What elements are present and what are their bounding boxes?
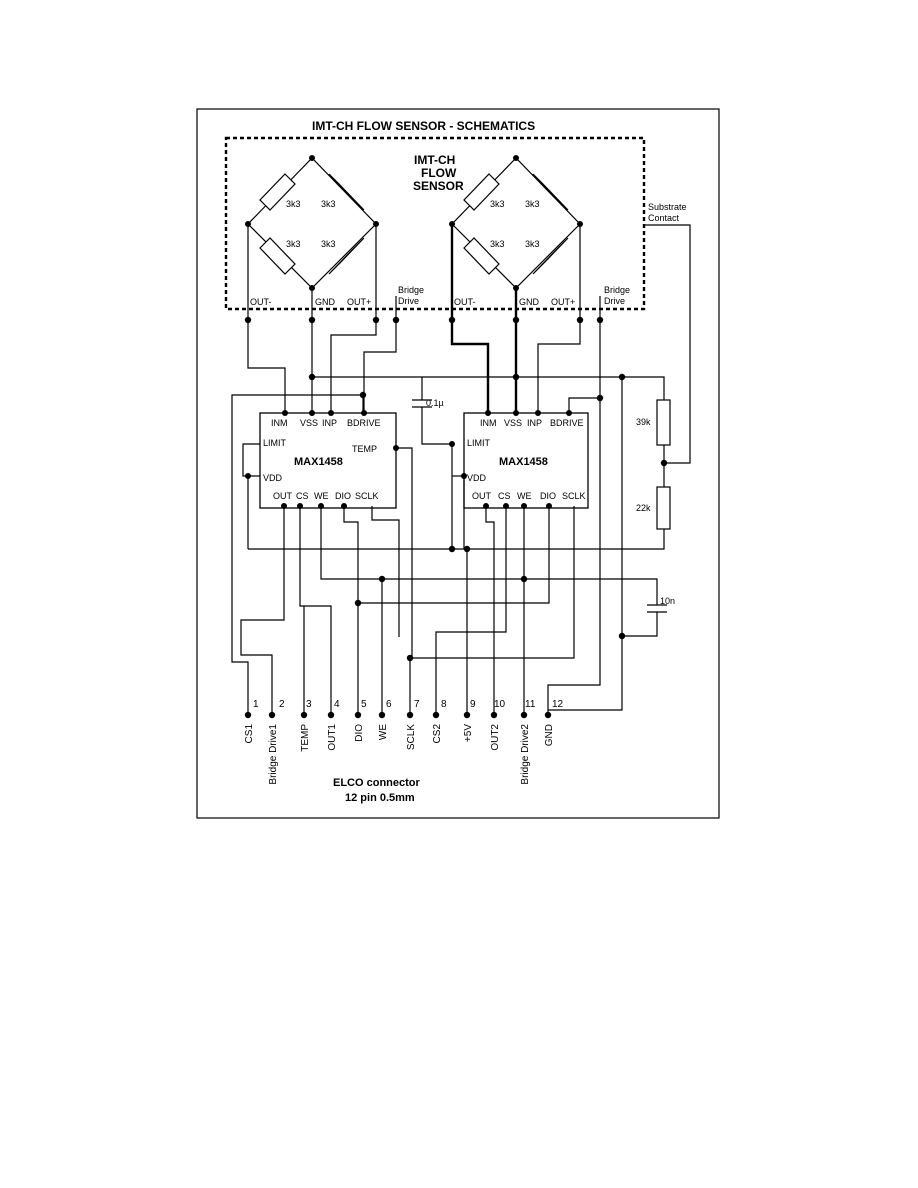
connector-pin-1-label: CS1 [244,724,255,744]
connector-pin-7-label: SCLK [406,724,417,750]
connector-pin-1-num: 1 [253,699,259,710]
bridge2-gnd: GND [519,297,540,307]
connector-pin-4-label: OUT1 [327,724,338,751]
connector-pin-11-label: Bridge Drive2 [520,724,531,785]
chip2-pin-limit: LIMIT [467,438,491,448]
sensor-label-2: FLOW [421,166,457,180]
connector-pin-9-num: 9 [470,699,476,710]
max1458-chip-2: INM VSS INP BDRIVE LIMIT MAX1458 VDD OUT… [463,412,589,509]
bridge2-r2-label: 3k3 [525,199,540,209]
connector-title: ELCO connector [333,777,421,789]
bridge-wiring [247,224,691,464]
connector-pin-9-label: +5V [463,724,474,742]
r1-label: 39k [636,417,651,427]
elco-connector: 1 2 3 4 5 6 7 8 9 10 11 12 CS1 Bridge Dr… [244,699,564,804]
sensor-boundary [224,136,646,311]
bridge2-drive-2: Drive [604,296,625,306]
bridge1-r4-label: 3k3 [321,239,336,249]
chip2-pin-inm: INM [480,418,497,428]
chip1-pin-vdd: VDD [263,473,283,483]
outer-frame [196,108,720,819]
junction-dots [244,316,668,662]
sensor-label-3: SENSOR [413,179,464,193]
chip1-pin-cs: CS [296,491,309,501]
max1458-chip-1: INM VSS INP BDRIVE LIMIT TEMP MAX1458 VD… [259,412,397,509]
chip2-pin-vdd: VDD [467,473,487,483]
chip1-pin-temp: TEMP [352,444,377,454]
cap2-label: 10n [660,596,675,606]
bridge1-out-minus: OUT- [250,297,272,307]
chip2-pin-we: WE [517,491,532,501]
chip2-pin-bdrive: BDRIVE [550,418,584,428]
bridge2-r4-label: 3k3 [525,239,540,249]
chip1-pin-dio: DIO [335,491,351,501]
r2-label: 22k [636,503,651,513]
chip1-pin-inm: INM [271,418,288,428]
connector-pin-5-num: 5 [361,699,367,710]
connector-pin-4-num: 4 [334,699,340,710]
bridge1-drive-2: Drive [398,296,419,306]
bridge2-drive-1: Bridge [604,285,630,295]
chip2-pin-inp: INP [527,418,542,428]
bridge1-out-plus: OUT+ [347,297,371,307]
connector-pin-10-num: 10 [494,699,506,710]
bridge-2: 3k3 3k3 3k3 3k3 [449,155,583,291]
schematic-title: IMT-CH FLOW SENSOR - SCHEMATICS [312,119,535,133]
connector-subtitle: 12 pin 0.5mm [345,792,415,804]
chip2-pin-out: OUT [472,491,492,501]
bridge-1: 3k3 3k3 3k3 3k3 [245,155,379,291]
bridge2-out-minus: OUT- [454,297,476,307]
connector-pin-7-num: 7 [414,699,420,710]
chip1-pin-out: OUT [273,491,293,501]
connector-pin-6-label: WE [378,724,389,740]
bridge1-r1-label: 3k3 [286,199,301,209]
connector-pin-12-num: 12 [552,699,564,710]
connector-pin-8-label: CS2 [432,724,443,744]
cap1-label: 0.1µ [426,398,444,408]
sensor-label-1: IMT-CH [414,153,455,167]
connector-pin-2-num: 2 [279,699,285,710]
chip2-pin-vss: VSS [504,418,522,428]
bridge2-out-plus: OUT+ [551,297,575,307]
chip1-pin-vss: VSS [300,418,318,428]
connector-pin-11-num: 11 [525,699,536,710]
connector-pin-6-num: 6 [386,699,392,710]
chip2-pin-sclk: SCLK [562,491,586,501]
circuit-wiring [231,320,671,715]
chip2-pin-cs: CS [498,491,511,501]
chip1-pin-bdrive: BDRIVE [347,418,381,428]
connector-pin-10-label: OUT2 [490,724,501,751]
connector-pin-2-label: Bridge Drive1 [268,724,279,785]
connector-pin-12-label: GND [544,724,555,746]
connector-pin-3-num: 3 [306,699,312,710]
bridge1-r2-label: 3k3 [321,199,336,209]
chip1-pin-we: WE [314,491,329,501]
bridge1-r3-label: 3k3 [286,239,301,249]
connector-pin-5-label: DIO [354,724,365,742]
chip1-pin-sclk: SCLK [355,491,379,501]
chip1-pin-limit: LIMIT [263,438,287,448]
chip2-name: MAX1458 [499,456,548,468]
substrate-label-1: Substrate [648,202,687,212]
bridge2-r3-label: 3k3 [490,239,505,249]
bridge1-gnd: GND [315,297,336,307]
bridge2-r1-label: 3k3 [490,199,505,209]
bridge1-drive-1: Bridge [398,285,424,295]
chip1-name: MAX1458 [294,456,343,468]
substrate-label-2: Contact [648,213,680,223]
connector-pin-3-label: TEMP [300,724,311,752]
connector-pin-8-num: 8 [441,699,447,710]
chip2-pin-dio: DIO [540,491,556,501]
chip1-pin-inp: INP [322,418,337,428]
